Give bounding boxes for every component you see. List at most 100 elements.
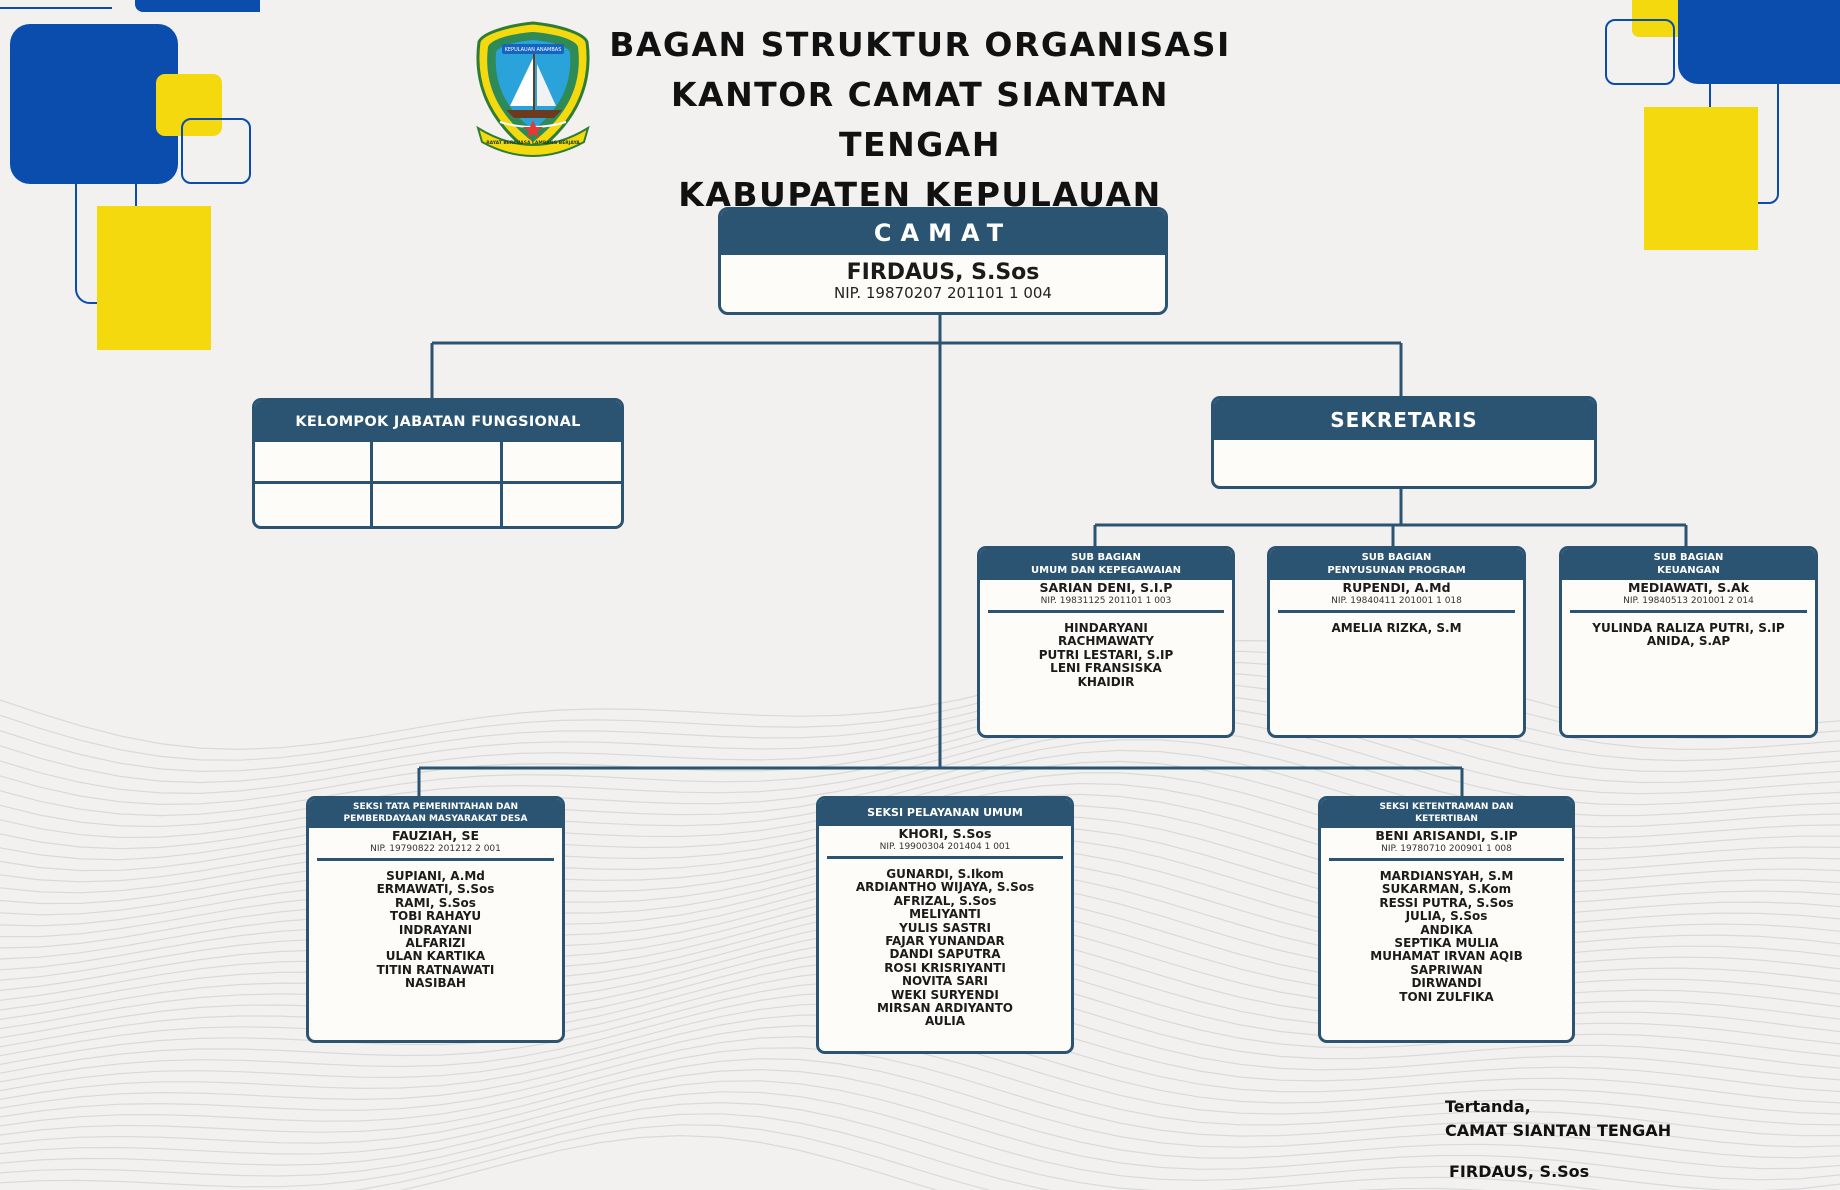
staff-list: MARDIANSYAH, S.M SUKARMAN, S.Kom RESSI P…	[1321, 861, 1572, 1004]
list-item: GUNARDI, S.Ikom	[886, 867, 1004, 881]
head-nip: NIP. 19840411 201001 1 018	[1331, 596, 1462, 606]
sub-bagian-label: SUB BAGIAN	[1071, 552, 1141, 563]
corner-decoration-right	[1605, 0, 1840, 250]
sekretaris-title: SEKRETARIS	[1214, 399, 1594, 440]
seksi-header: SEKSI TATA PEMERINTAHAN DAN PEMBERDAYAAN…	[309, 799, 562, 828]
signature-name: FIRDAUS, S.Sos	[1449, 1162, 1590, 1181]
sub-bagian-penyusunan-program-box: SUB BAGIAN PENYUSUNAN PROGRAM RUPENDI, A…	[1267, 546, 1526, 738]
list-item: TONI ZULFIKA	[1399, 989, 1494, 1004]
table-cell	[503, 442, 621, 484]
sub-bagian-keuangan-box: SUB BAGIAN KEUANGAN MEDIAWATI, S.Ak NIP.…	[1559, 546, 1818, 738]
wave-line	[0, 650, 1840, 761]
list-item: SUKARMAN, S.Kom	[1381, 882, 1512, 897]
sub-bagian-umum-kepegawaian-box: SUB BAGIAN UMUM DAN KEPEGAWAIAN SARIAN D…	[977, 546, 1235, 738]
sub-bagian-header: SUB BAGIAN PENYUSUNAN PROGRAM	[1270, 549, 1523, 580]
wave-line	[0, 1047, 1840, 1148]
list-item: WEKI SURYENDI	[891, 987, 999, 1002]
list-item: NOVITA SARI	[901, 974, 989, 989]
wave-line	[0, 1101, 1604, 1190]
jabatan-fungsional-title: KELOMPOK JABATAN FUNGSIONAL	[255, 401, 621, 442]
list-item: PUTRI LESTARI, S.IP	[1038, 647, 1174, 662]
list-item: MUHAMAT IRVAN AQIB	[1370, 949, 1523, 964]
wave-line	[0, 694, 1840, 806]
kepulauan-anambas-emblem: KEPULAUAN ANAMBAS RAYAT BERKUASA LAMBANG…	[476, 21, 590, 157]
seksi-label-line: SEKSI PELAYANAN UMUM	[867, 806, 1023, 819]
sub-bagian-label: SUB BAGIAN	[1361, 552, 1432, 563]
camat-name: FIRDAUS, S.Sos	[846, 260, 1040, 285]
staff-list: AMELIA RIZKA, S.M	[1270, 613, 1523, 635]
svg-text:RAYAT BERKUASA LAMBANG BERJAYA: RAYAT BERKUASA LAMBANG BERJAYA	[486, 140, 580, 146]
sekretaris-box: SEKRETARIS	[1211, 396, 1597, 489]
title-line-2: KANTOR CAMAT SIANTAN TENGAH	[670, 75, 1170, 164]
list-item: YULINDA RALIZA PUTRI, S.IP	[1592, 621, 1785, 635]
seksi-label-line: KETERTIBAN	[1415, 814, 1478, 824]
seksi-head-person: FAUZIAH, SE NIP. 19790822 201212 2 001	[317, 828, 554, 861]
seksi-label-line: PEMBERDAYAAN MASYARAKAT DESA	[343, 814, 528, 824]
list-item: TITIN RATNAWATI	[376, 962, 495, 977]
seksi-header: SEKSI KETENTRAMAN DAN KETERTIBAN	[1321, 799, 1572, 828]
list-item: ULAN KARTIKA	[385, 949, 486, 964]
table-cell	[373, 484, 503, 526]
seksi-header: SEKSI PELAYANAN UMUM	[819, 799, 1071, 826]
seksi-pelayanan-umum-box: SEKSI PELAYANAN UMUM KHORI, S.Sos NIP. 1…	[816, 796, 1074, 1054]
list-item: TOBI RAHAYU	[389, 909, 482, 924]
head-nip: NIP. 19900304 201404 1 001	[879, 842, 1011, 852]
table-cell	[255, 442, 373, 484]
list-item: ANDIKA	[1420, 922, 1473, 937]
seksi-tata-pemerintahan-box: SEKSI TATA PEMERINTAHAN DAN PEMBERDAYAAN…	[306, 796, 565, 1043]
wave-line	[0, 1113, 1487, 1190]
list-item: HINDARYANI	[1064, 621, 1148, 635]
corner-decoration-left	[0, 0, 260, 350]
list-item: SEPTIKA MULIA	[1394, 936, 1499, 951]
list-item: JULIA, S.Sos	[1405, 909, 1488, 924]
wave-line	[0, 1091, 1840, 1190]
list-item: SAPRIWAN	[1410, 962, 1483, 977]
sub-bagian-head-person: MEDIAWATI, S.Ak NIP. 19840513 201001 2 0…	[1570, 580, 1807, 613]
list-item: RAMI, S.Sos	[395, 895, 476, 910]
sub-bagian-head-person: SARIAN DENI, S.I.P NIP. 19831125 201101 …	[988, 580, 1224, 613]
seksi-ketentraman-ketertiban-box: SEKSI KETENTRAMAN DAN KETERTIBAN BENI AR…	[1318, 796, 1575, 1043]
camat-nip: NIP. 19870207 201101 1 004	[834, 284, 1052, 302]
list-item: FAJAR YUNANDAR	[885, 934, 1005, 949]
list-item: YULIS SASTRI	[899, 920, 991, 935]
wave-line	[0, 661, 1840, 773]
list-item: ALFARIZI	[405, 936, 466, 951]
list-item: SUPIANI, A.Md	[386, 869, 485, 883]
list-item: ARDIANTHO WIJAYA, S.Sos	[855, 880, 1035, 895]
sub-bagian-unit: KEUANGAN	[1657, 565, 1720, 576]
list-item: ERMAWATI, S.Sos	[376, 882, 495, 897]
list-item: ROSI KRISRIYANTI	[884, 960, 1006, 975]
staff-list: SUPIANI, A.Md ERMAWATI, S.Sos RAMI, S.So…	[309, 861, 562, 991]
svg-text:KEPULAUAN ANAMBAS: KEPULAUAN ANAMBAS	[505, 47, 562, 53]
camat-box: CAMAT FIRDAUS, S.Sos NIP. 19870207 20110…	[718, 207, 1168, 315]
list-item: ANIDA, S.AP	[1646, 634, 1731, 649]
wave-line	[0, 672, 1840, 784]
wave-line	[351, 1124, 991, 1190]
list-item: DIRWANDI	[1411, 976, 1482, 991]
sub-bagian-head-person: RUPENDI, A.Md NIP. 19840411 201001 1 018	[1278, 580, 1515, 613]
table-cell	[255, 484, 373, 526]
signature-tertanda: Tertanda,	[1445, 1097, 1531, 1116]
seksi-head-person: KHORI, S.Sos NIP. 19900304 201404 1 001	[827, 826, 1063, 859]
head-name: BENI ARISANDI, S.IP	[1375, 828, 1518, 843]
staff-list: YULINDA RALIZA PUTRI, S.IP ANIDA, S.AP	[1562, 613, 1815, 649]
wave-line	[399, 1134, 939, 1190]
seksi-label-line: SEKSI KETENTRAMAN DAN	[1379, 802, 1514, 812]
head-name: KHORI, S.Sos	[898, 826, 992, 841]
seksi-label-line: SEKSI TATA PEMERINTAHAN DAN	[352, 802, 518, 812]
wave-line	[0, 639, 1840, 751]
sub-bagian-label: SUB BAGIAN	[1653, 552, 1724, 563]
camat-title: CAMAT	[721, 210, 1165, 255]
head-nip: NIP. 19831125 201101 1 003	[1040, 596, 1172, 606]
list-item: LENI FRANSISKA	[1050, 661, 1162, 676]
head-name: SARIAN DENI, S.I.P	[1039, 580, 1173, 595]
head-nip: NIP. 19840513 201001 2 014	[1623, 596, 1754, 606]
list-item: INDRAYANI	[398, 922, 473, 937]
staff-list: GUNARDI, S.Ikom ARDIANTHO WIJAYA, S.Sos …	[819, 859, 1071, 1029]
table-cell	[503, 484, 621, 526]
wave-line	[0, 1068, 1840, 1170]
seksi-head-person: BENI ARISANDI, S.IP NIP. 19780710 200901…	[1329, 828, 1564, 861]
table-cell	[373, 442, 503, 484]
